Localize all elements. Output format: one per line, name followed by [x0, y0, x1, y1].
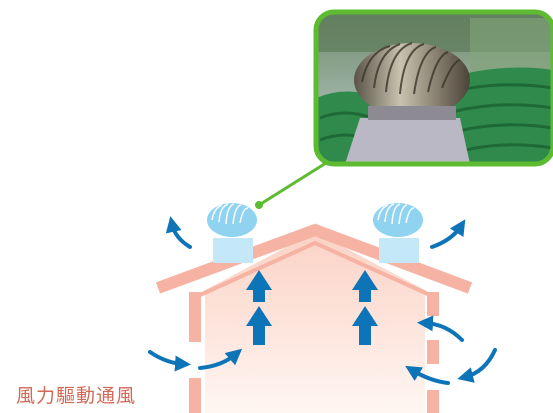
airflow-arrow-in-right-2	[457, 348, 497, 383]
up-arrow-right-top	[352, 270, 378, 302]
airflow-arrow-in-left-2	[198, 348, 243, 370]
airflow-arrow-in-left-1	[148, 350, 191, 372]
airflow-arrow-out-left	[165, 216, 192, 249]
airflow-arrow-in-right-1	[417, 315, 464, 342]
callout-photo	[313, 9, 553, 167]
roof	[155, 223, 473, 294]
right-wall-lower	[427, 390, 439, 413]
right-wall	[427, 292, 439, 316]
roof-inner	[199, 240, 431, 297]
right-wall-mid	[427, 340, 439, 364]
up-arrow-left-top	[246, 270, 272, 302]
airflow-arrow-in-right-3	[405, 365, 450, 385]
up-arrow-left-bottom	[246, 306, 272, 345]
left-wall-lower	[189, 378, 201, 413]
caption: 風力驅動通風	[16, 385, 137, 407]
up-arrow-right-bottom	[352, 306, 378, 345]
airflow-arrow-out-right	[430, 219, 466, 249]
turbine-vent-left	[207, 203, 257, 263]
left-wall	[189, 292, 201, 342]
callout-connector	[255, 161, 327, 209]
turbine-vent-right	[373, 203, 423, 263]
